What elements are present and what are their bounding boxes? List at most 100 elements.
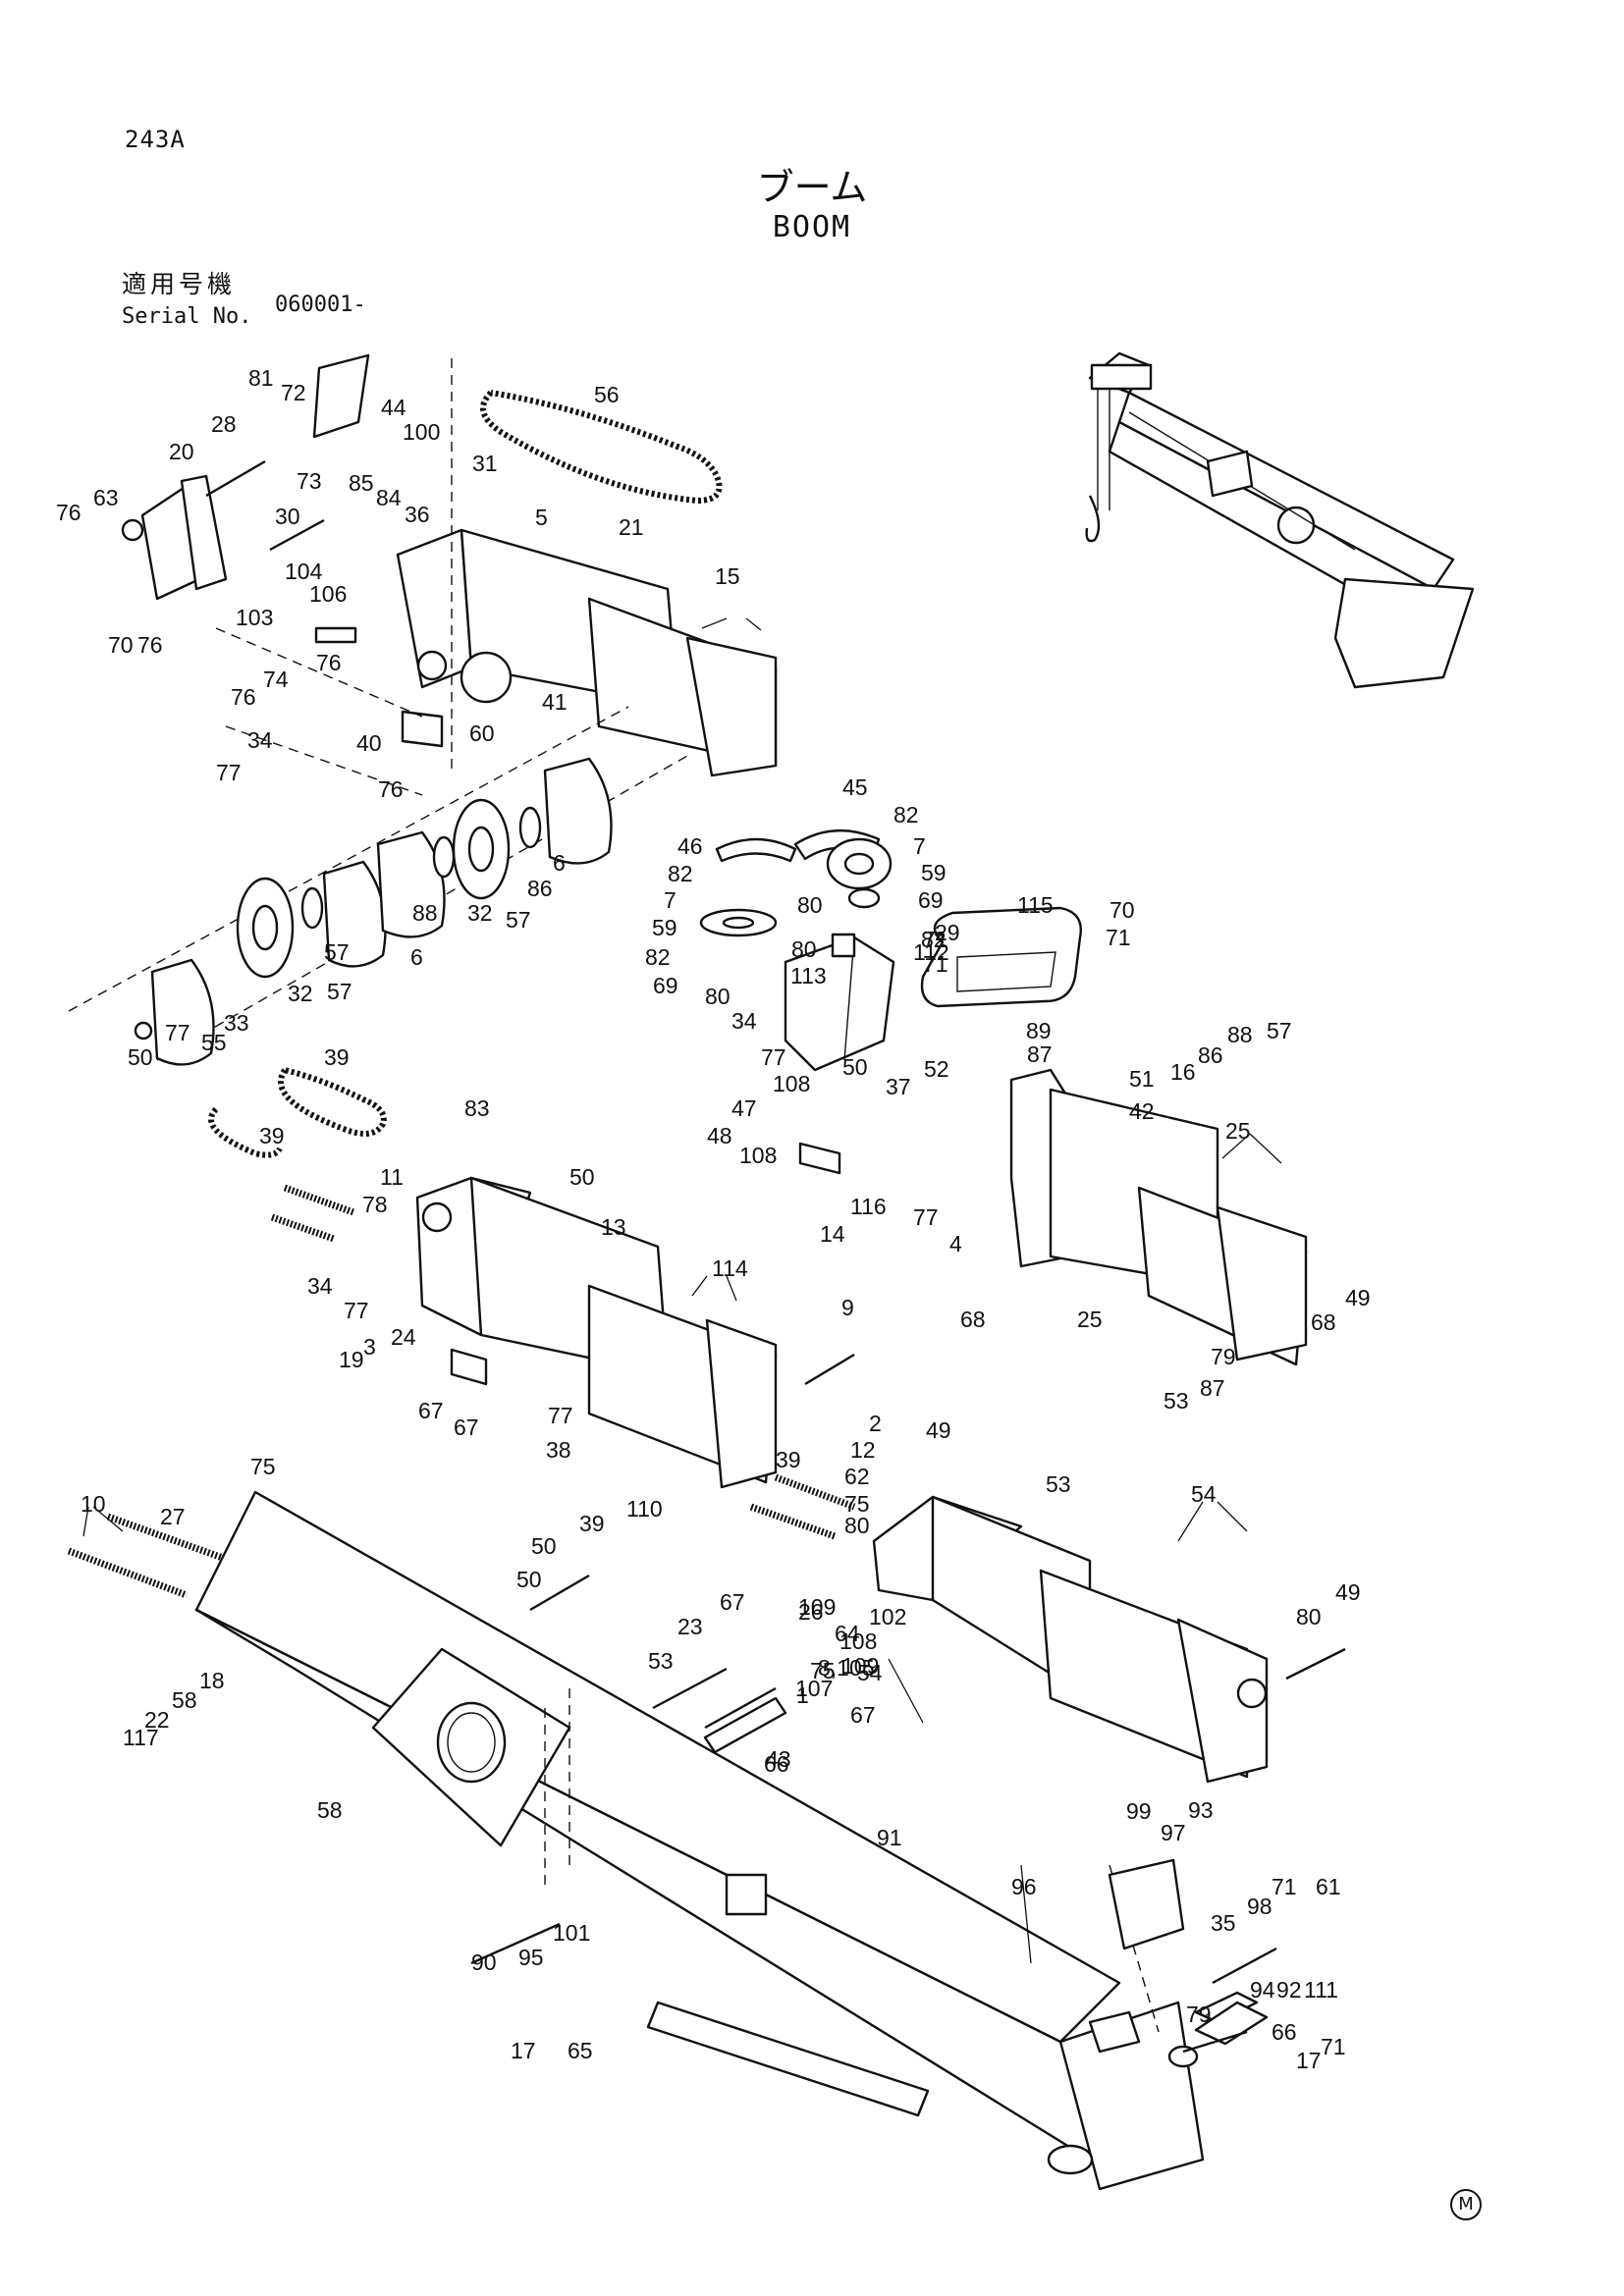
callout-label: 52 — [924, 1056, 949, 1082]
callout-label: 39 — [776, 1447, 801, 1472]
callout-label: 53 — [1046, 1471, 1071, 1497]
callout-label: 100 — [403, 419, 440, 445]
callout-label: 15 — [715, 563, 740, 589]
callout-label: 65 — [568, 2038, 593, 2063]
callout-label: 88 — [412, 900, 438, 926]
callout-label: 6 — [410, 944, 423, 970]
callout-label: 82 — [921, 927, 947, 952]
callout-label: 90 — [471, 1949, 497, 1975]
callout-label: 27 — [160, 1504, 186, 1529]
callout-label: 76 — [56, 500, 81, 525]
callout-label: 53 — [648, 1648, 674, 1674]
callout-label: 75 — [844, 1491, 870, 1517]
callout-label: 36 — [405, 502, 430, 527]
pins-and-shafts — [470, 1353, 1346, 2175]
callout-label: 6 — [553, 850, 566, 876]
callout-label: 71 — [923, 927, 948, 952]
callout-label: 57 — [324, 939, 350, 965]
callout-label: 33 — [224, 1010, 249, 1036]
callout-label: 93 — [1188, 1797, 1214, 1823]
callout-label: 58 — [317, 1797, 343, 1823]
callout-label: 51 — [1129, 1066, 1155, 1092]
callout-label: 113 — [790, 963, 827, 988]
callout-label: 99 — [1126, 1798, 1152, 1824]
callout-label: 79 — [1186, 2002, 1212, 2027]
callout-label: 11 — [380, 1164, 404, 1190]
callout-label: 82 — [893, 802, 919, 828]
callout-label: 57 — [327, 979, 352, 1004]
callout-label: 32 — [467, 900, 493, 926]
callout-label: 25 — [1225, 1118, 1251, 1144]
callout-label: 101 — [553, 1920, 590, 1946]
callout-label: 82 — [668, 861, 693, 886]
callout-label: 80 — [705, 984, 731, 1009]
callout-label: 34 — [247, 727, 273, 753]
callout-label: 74 — [263, 667, 289, 692]
callout-label: 77 — [344, 1298, 369, 1323]
callout-label: 80 — [844, 1513, 870, 1538]
callout-label: 39 — [579, 1511, 605, 1536]
title-japanese: ブーム — [756, 166, 868, 209]
callout-label: 50 — [842, 1054, 868, 1080]
callout-label: 70 — [1110, 897, 1135, 923]
callout-label: 32 — [288, 981, 313, 1006]
callout-label: 71 — [1272, 1874, 1297, 1899]
callout-label: 78 — [362, 1192, 388, 1217]
callout-label: 73 — [297, 468, 322, 494]
callout-label: 67 — [850, 1702, 876, 1728]
callout-label: 17 — [1296, 2048, 1322, 2073]
callout-label: 35 — [1211, 1910, 1236, 1936]
callout-label: 89 — [1026, 1018, 1052, 1043]
callout-label: 98 — [1247, 1894, 1272, 1919]
callout-label: 30 — [275, 504, 300, 529]
callout-label: 63 — [93, 485, 119, 510]
callout-label: 55 — [201, 1030, 227, 1055]
callout-label: 44 — [381, 395, 406, 420]
callout-label: 16 — [1170, 1059, 1196, 1085]
callout-label: 71 — [1106, 925, 1131, 950]
callout-label: 7 — [913, 833, 926, 859]
callout-label: 87 — [1027, 1041, 1053, 1067]
callout-label: 37 — [886, 1074, 911, 1099]
callout-label: 42 — [1129, 1098, 1155, 1124]
callout-label: 67 — [454, 1415, 479, 1440]
callout-label: 67 — [720, 1589, 745, 1615]
callout-label: 111 — [1304, 1977, 1338, 2002]
callout-label: 67 — [418, 1398, 444, 1423]
boom-section-2 — [749, 1473, 1269, 1784]
callout-label: 47 — [731, 1095, 757, 1121]
callout-label: 76 — [231, 684, 256, 710]
callout-label: 97 — [1161, 1820, 1186, 1845]
callout-label: 104 — [285, 559, 323, 584]
callout-label: 28 — [211, 411, 237, 437]
callout-label: 69 — [918, 887, 944, 913]
callout-label: 49 — [926, 1417, 951, 1443]
callout-label: 94 — [1250, 1977, 1275, 2002]
callout-label: 50 — [531, 1533, 557, 1559]
callout-label: 39 — [259, 1123, 285, 1148]
callout-labels: 81 72 44 56 28 20 100 31 73 85 84 36 5 2… — [56, 365, 1371, 2073]
callout-label: 77 — [216, 760, 242, 785]
callout-label: 68 — [960, 1307, 986, 1332]
callout-label: 22 — [144, 1707, 170, 1733]
callout-label: 46 — [677, 833, 703, 859]
callout-label: 84 — [376, 485, 402, 510]
callout-label: 81 — [248, 365, 274, 391]
callout-label: 116 — [850, 1194, 887, 1219]
callout-label: 19 — [339, 1347, 364, 1372]
callout-label: 112 — [913, 939, 949, 965]
callout-label: 48 — [707, 1123, 732, 1148]
callout-label: 4 — [949, 1231, 962, 1256]
callout-label: 106 — [309, 581, 347, 607]
callout-label: 64 — [835, 1621, 860, 1646]
callout-label: 54 — [857, 1660, 883, 1685]
callout-label: 76 — [316, 650, 342, 675]
callout-label: 79 — [1211, 1344, 1236, 1369]
callout-label: 68 — [1311, 1309, 1336, 1335]
callout-label: 82 — [645, 944, 671, 970]
callout-label: 96 — [1011, 1874, 1037, 1899]
callout-label: 34 — [307, 1273, 333, 1299]
callout-label: 3 — [363, 1334, 376, 1360]
callout-label: 85 — [349, 470, 374, 496]
